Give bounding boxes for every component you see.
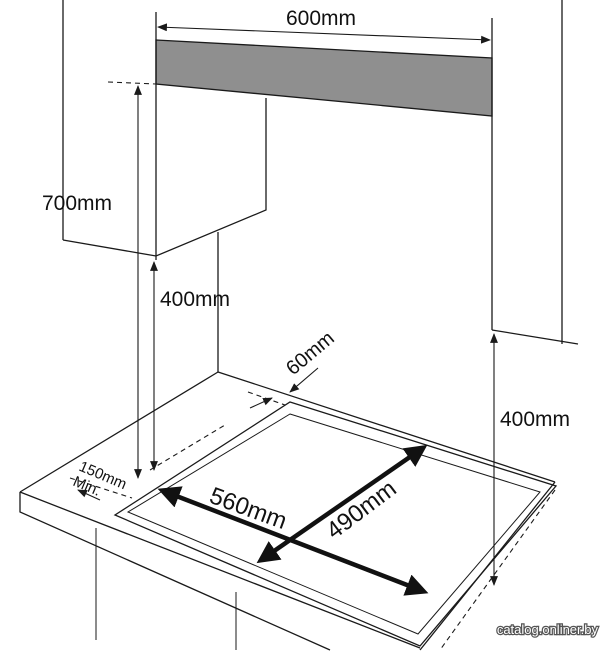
countertop-back-edge — [217, 371, 556, 483]
upper-cabinet-outline — [62, 98, 267, 257]
hob-inner — [126, 413, 541, 635]
countertop-front-face — [19, 492, 331, 651]
dim-60-line — [289, 367, 319, 393]
countertop-left-edge — [19, 371, 219, 493]
front-dash — [247, 391, 286, 406]
label-560mm: 560mm — [206, 482, 290, 535]
range-hood — [155, 39, 493, 117]
watermark: catalog.onliner.by — [497, 622, 599, 637]
label-600mm: 600mm — [286, 7, 356, 30]
arrow-490 — [256, 444, 428, 564]
label-60mm: 60mm — [282, 327, 339, 380]
label-400mm-left: 400mm — [160, 288, 230, 311]
label-400mm-right: 400mm — [500, 408, 570, 431]
side-dash — [69, 477, 133, 499]
label-700mm: 700mm — [42, 192, 112, 215]
bottom-right-dash — [439, 489, 556, 651]
hob-outer — [113, 401, 558, 647]
dim-150-line — [77, 489, 101, 501]
dim-600-line — [157, 23, 491, 44]
right-wall-base — [491, 329, 579, 345]
dim-60-arrow — [249, 397, 273, 409]
left-dash-diag — [149, 424, 226, 471]
top-dash-ref — [107, 81, 157, 85]
